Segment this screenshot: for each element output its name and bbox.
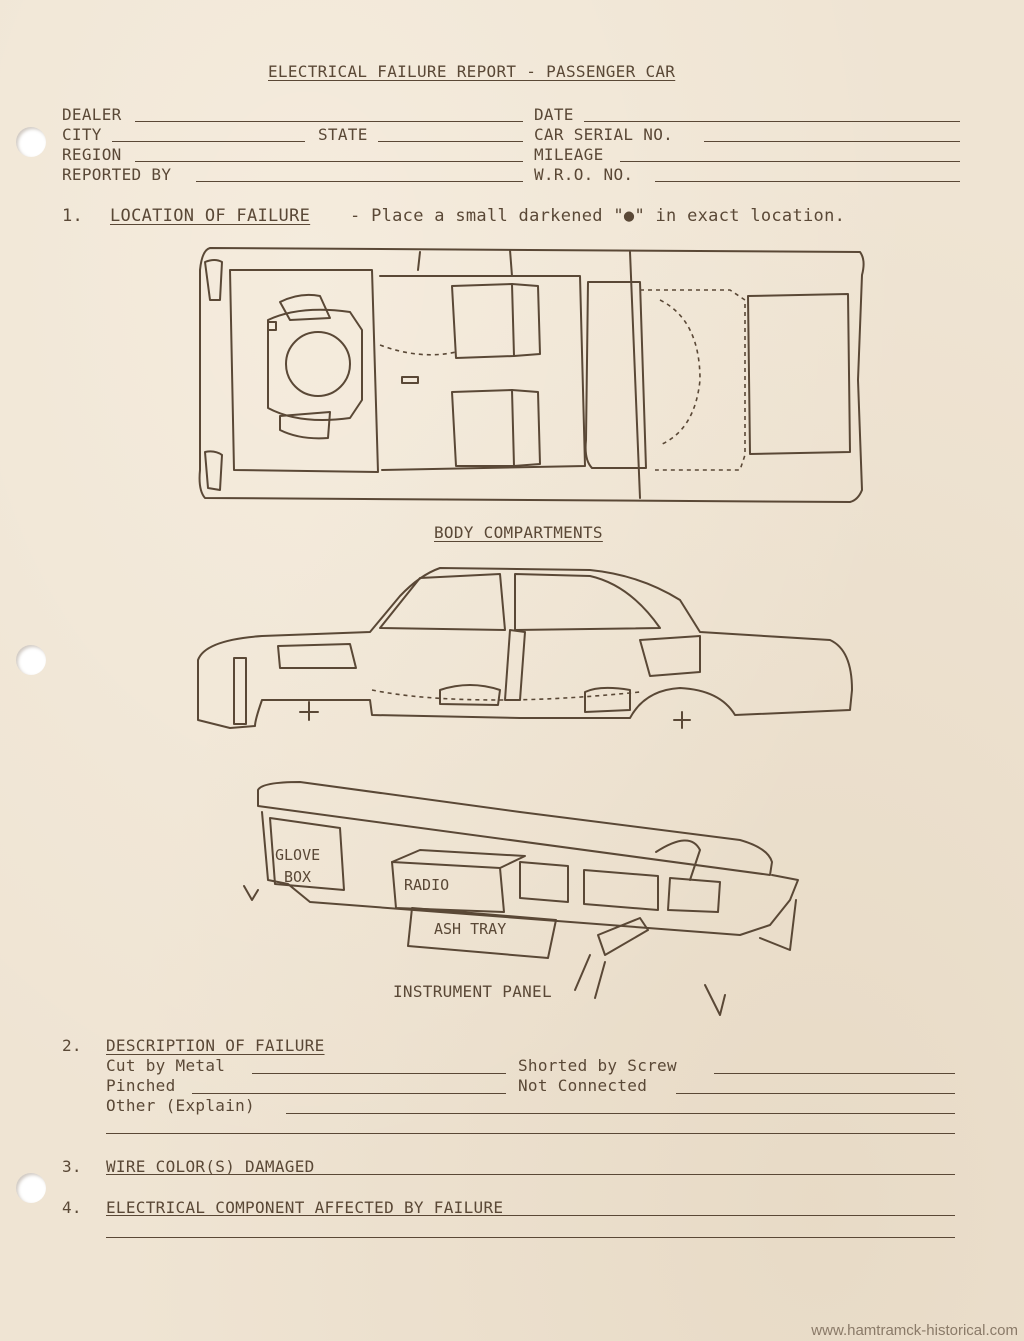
- box-label: BOX: [284, 868, 311, 886]
- pinched-label: Pinched: [106, 1076, 176, 1095]
- wro-label: W.R.O. NO.: [534, 165, 634, 184]
- other-label: Other (Explain): [106, 1096, 255, 1115]
- wro-field[interactable]: [655, 181, 960, 182]
- date-label: DATE: [534, 105, 574, 124]
- state-field[interactable]: [378, 141, 523, 142]
- cut-by-metal-field[interactable]: [252, 1073, 506, 1074]
- state-label: STATE: [318, 125, 368, 144]
- wire-color-field[interactable]: [106, 1174, 955, 1175]
- date-field[interactable]: [584, 121, 960, 122]
- car-serial-label: CAR SERIAL NO.: [534, 125, 674, 144]
- binder-hole-bottom: [16, 1173, 46, 1203]
- dealer-field[interactable]: [135, 121, 523, 122]
- radio-label: RADIO: [404, 876, 449, 894]
- dealer-label: DEALER: [62, 105, 122, 124]
- ash-tray-label: ASH TRAY: [434, 920, 506, 938]
- binder-hole-middle: [16, 645, 46, 675]
- body-compartments-label: BODY COMPARTMENTS: [434, 523, 603, 542]
- shorted-by-screw-field[interactable]: [714, 1073, 955, 1074]
- site-watermark: www.hamtramck-historical.com: [811, 1322, 1018, 1339]
- glove-label: GLOVE: [275, 846, 320, 864]
- not-connected-field[interactable]: [676, 1093, 955, 1094]
- component-field[interactable]: [106, 1215, 955, 1216]
- component-field-continued[interactable]: [106, 1237, 955, 1238]
- city-label: CITY: [62, 125, 102, 144]
- not-connected-label: Not Connected: [518, 1076, 648, 1095]
- binder-hole-top: [16, 127, 46, 157]
- region-field[interactable]: [135, 161, 523, 162]
- section1-heading: LOCATION OF FAILURE: [110, 206, 311, 226]
- region-label: REGION: [62, 145, 122, 164]
- reported-by-field[interactable]: [196, 181, 523, 182]
- section3-number: 3.: [62, 1157, 82, 1176]
- car-serial-field[interactable]: [704, 141, 960, 142]
- shorted-by-screw-label: Shorted by Screw: [518, 1056, 677, 1075]
- section1-instruction: - Place a small darkened "●" in exact lo…: [350, 206, 846, 226]
- city-field[interactable]: [112, 141, 305, 142]
- section4-heading: ELECTRICAL COMPONENT AFFECTED BY FAILURE: [106, 1198, 504, 1217]
- reported-by-label: REPORTED BY: [62, 165, 172, 184]
- section2-heading: DESCRIPTION OF FAILURE: [106, 1036, 325, 1055]
- section1-number: 1.: [62, 206, 84, 226]
- mileage-field[interactable]: [620, 161, 960, 162]
- other-field-continued[interactable]: [106, 1133, 955, 1134]
- cut-by-metal-label: Cut by Metal: [106, 1056, 226, 1075]
- section2-number: 2.: [62, 1036, 82, 1055]
- section3-heading: WIRE COLOR(S) DAMAGED: [106, 1157, 315, 1176]
- other-field[interactable]: [286, 1113, 955, 1114]
- pinched-field[interactable]: [192, 1093, 506, 1094]
- section4-number: 4.: [62, 1198, 82, 1217]
- mileage-label: MILEAGE: [534, 145, 604, 164]
- form-title: ELECTRICAL FAILURE REPORT - PASSENGER CA…: [268, 62, 676, 81]
- instrument-panel-label: INSTRUMENT PANEL: [393, 982, 552, 1001]
